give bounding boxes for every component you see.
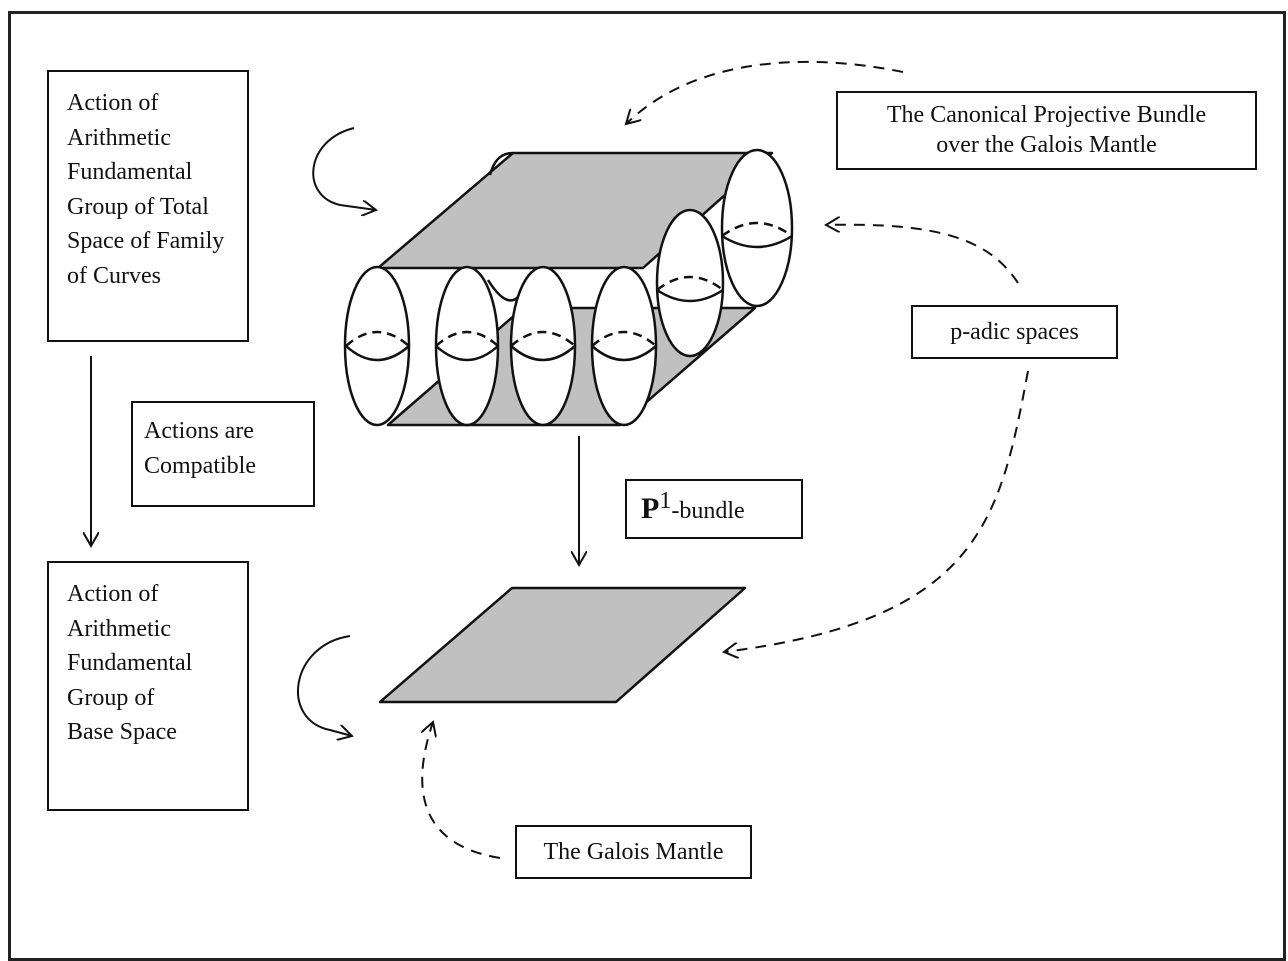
dashed-arrow-bundle: [626, 60, 904, 124]
base-space-action-box: Action of Arithmetic Fundamental Group o…: [47, 561, 249, 811]
text-line: Base Space: [67, 719, 177, 745]
text-line: of Curves: [67, 262, 161, 289]
projective-bundle-figure: [343, 148, 794, 427]
back-circle-1: [720, 148, 794, 308]
padic-label: p-adic spaces: [950, 319, 1079, 345]
p1-symbol: P: [641, 492, 660, 525]
back-rim-left: [488, 151, 514, 176]
front-circle-3: [509, 265, 577, 427]
front-circle-1: [343, 265, 411, 427]
text-line: Arithmetic: [67, 124, 171, 151]
front-circle-2: [434, 265, 500, 427]
canonical-bundle-box: The Canonical Projective Bundle over the…: [836, 91, 1257, 170]
dashed-arrow-galois: [422, 722, 501, 859]
text-line: Actions are: [144, 418, 254, 444]
text-line: Action of: [67, 581, 159, 607]
actions-compatible-box: Actions are Compatible: [131, 401, 315, 507]
action-loop-bottom: [296, 635, 352, 736]
dashed-arrow-padic-bottom: [724, 370, 1029, 652]
text-line: Compatible: [144, 452, 256, 479]
p1-bundle-box: P1-bundle: [625, 479, 803, 539]
text-line: Arithmetic: [67, 615, 171, 642]
galois-mantle-box: The Galois Mantle: [515, 825, 752, 879]
front-circle-4: [590, 265, 658, 427]
padic-spaces-box: p-adic spaces: [911, 305, 1118, 359]
text-line: Space of Family: [67, 228, 225, 254]
text-line: Action of: [67, 90, 159, 116]
galois-mantle-sheet: [378, 586, 747, 704]
p1-superscript: 1: [659, 488, 672, 514]
dashed-arrows: [422, 60, 1029, 859]
text-line: Fundamental: [67, 650, 193, 676]
galois-mantle-label: The Galois Mantle: [543, 839, 724, 865]
text-line: Group of Total: [67, 193, 209, 220]
dashed-arrow-padic-top: [826, 225, 1019, 284]
text-line: Fundamental: [67, 159, 193, 185]
solid-arrows: [91, 127, 579, 736]
text-line: Group of: [67, 684, 155, 711]
text-line: The Canonical Projective Bundle: [886, 102, 1207, 128]
total-space-action-box: Action of Arithmetic Fundamental Group o…: [47, 70, 249, 342]
p1-suffix: -bundle: [671, 498, 745, 524]
action-loop-top: [312, 127, 376, 210]
text-line: over the Galois Mantle: [936, 132, 1157, 158]
back-circle-2: [655, 208, 725, 358]
